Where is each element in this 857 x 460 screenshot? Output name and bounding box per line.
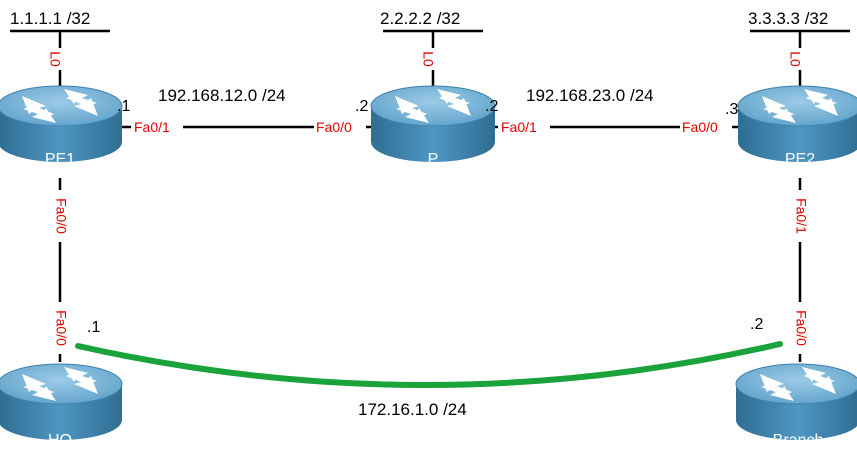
host-hq: .1 (87, 319, 100, 336)
loopback-interface-pe1: L0 (47, 51, 63, 67)
router-hq[interactable]: HQ (0, 363, 123, 449)
loopback-network-pe1: 1.1.1.1 /32 (10, 9, 90, 28)
loopback-interface-p: L0 (420, 51, 436, 67)
host-pe1-pe1p: .1 (117, 98, 130, 115)
interface-p-fa0-0: Fa0/0 (316, 119, 352, 135)
host-p-ppe2: .2 (485, 98, 498, 115)
host-p-pe1p: .2 (355, 98, 368, 115)
interface-pe2-fa0-1: Fa0/1 (793, 198, 809, 234)
router-label-p: P (428, 151, 439, 168)
interface-pe1-fa0-0: Fa0/0 (53, 198, 69, 234)
network-p-pe2: 192.168.23.0 /24 (526, 86, 654, 105)
router-label-branch: Branch (773, 432, 824, 449)
interface-pe2-fa0-0: Fa0/0 (682, 119, 718, 135)
router-p[interactable]: P (370, 85, 496, 168)
router-label-hq: HQ (48, 432, 72, 449)
router-branch[interactable]: Branch (735, 363, 857, 449)
customer-network-link (75, 341, 783, 388)
router-label-pe2: PE2 (785, 151, 815, 168)
router-label-pe1: PE1 (45, 151, 75, 168)
loopback-network-p: 2.2.2.2 /32 (380, 9, 460, 28)
interface-p-fa0-1: Fa0/1 (501, 119, 537, 135)
loopback-network-pe2: 3.3.3.3 /32 (748, 9, 828, 28)
router-pe1[interactable]: PE1 (0, 85, 123, 168)
router-pe2[interactable]: PE2 (737, 85, 857, 168)
router-icon (735, 363, 857, 441)
host-pe2-ppe2: .3 (725, 101, 738, 118)
router-icon (0, 363, 123, 441)
loopback-interface-pe2: L0 (787, 51, 803, 67)
network-pe1-p: 192.168.12.0 /24 (158, 86, 286, 105)
interface-branch-fa0-0: Fa0/0 (793, 310, 809, 346)
host-branch: .2 (750, 316, 763, 333)
interface-pe1-fa0-1: Fa0/1 (134, 119, 170, 135)
network-hq-branch: 172.16.1.0 /24 (358, 400, 467, 419)
interface-hq-fa0-0: Fa0/0 (53, 310, 69, 346)
